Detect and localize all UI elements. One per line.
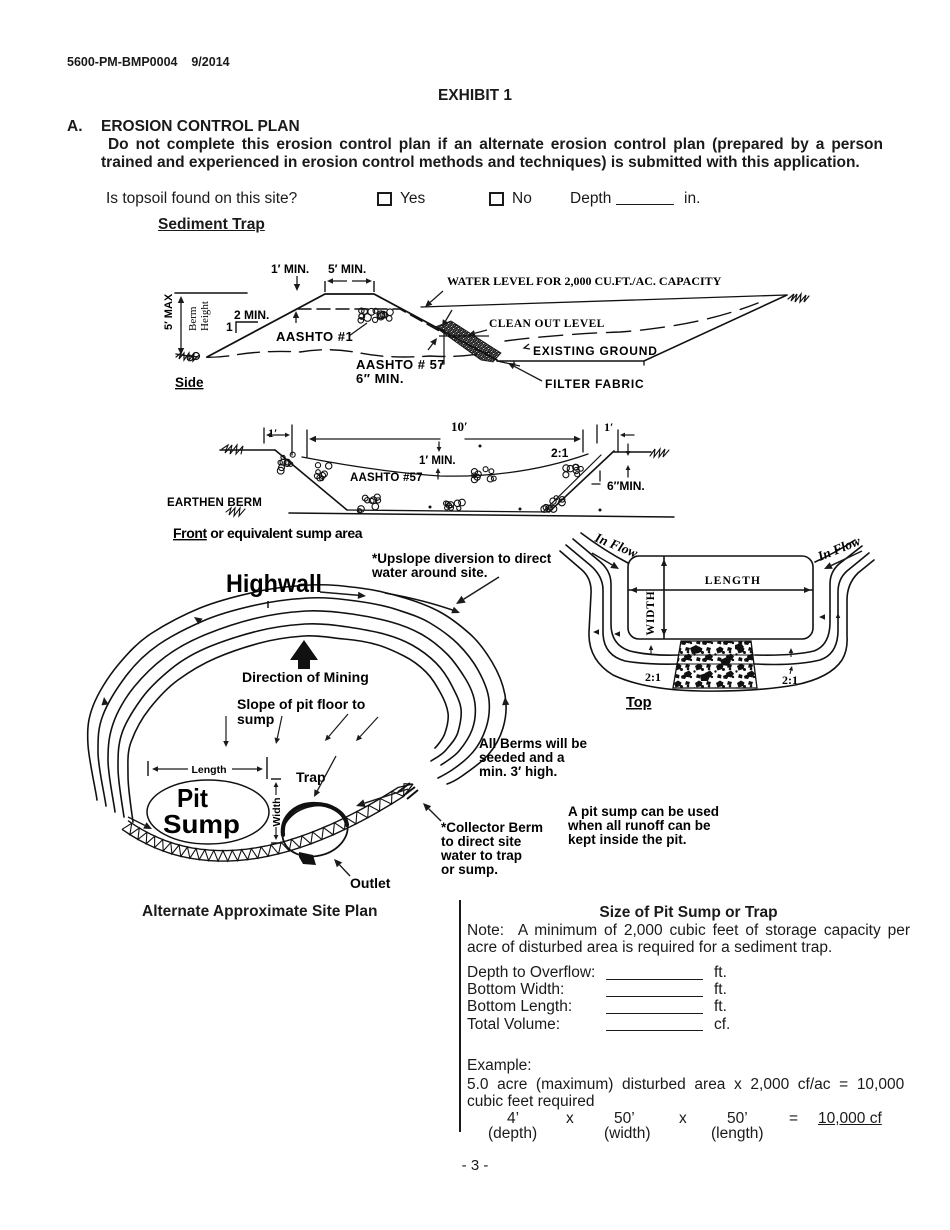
svg-text:EXISTING GROUND: EXISTING GROUND — [533, 344, 658, 358]
svg-text:1′ MIN.: 1′ MIN. — [271, 262, 309, 276]
svg-text:CLEAN OUT LEVEL: CLEAN OUT LEVEL — [489, 318, 605, 330]
svg-text:*Collector Berm: *Collector Berm — [441, 820, 543, 835]
svg-text:Top: Top — [626, 695, 652, 711]
svg-text:water around site.: water around site. — [371, 565, 488, 580]
svg-text:Side: Side — [175, 375, 204, 390]
svg-text:WIDTH: WIDTH — [645, 591, 657, 636]
svg-text:water to trap: water to trap — [440, 848, 522, 863]
svg-text:6″MIN.: 6″MIN. — [607, 479, 645, 493]
svg-text:seeded and a: seeded and a — [479, 750, 565, 765]
svg-text:Pit: Pit — [177, 783, 208, 813]
svg-text:Front or equivalent sump area: Front or equivalent sump area — [173, 525, 363, 541]
svg-text:when all runoff can be: when all runoff can be — [567, 818, 711, 833]
svg-text:WATER LEVEL FOR 2,000 CU.FT./A: WATER LEVEL FOR 2,000 CU.FT./AC. CAPACIT… — [447, 274, 722, 288]
svg-text:Sump: Sump — [163, 809, 240, 839]
svg-text:to direct site: to direct site — [441, 834, 522, 849]
svg-text:2:1: 2:1 — [645, 670, 661, 684]
svg-text:kept inside the pit.: kept inside the pit. — [568, 832, 687, 847]
svg-text:AASHTO #1: AASHTO #1 — [276, 329, 353, 344]
svg-text:sump: sump — [237, 711, 274, 727]
svg-text:Berm: Berm — [187, 306, 199, 331]
svg-text:Width: Width — [271, 797, 283, 826]
svg-text:*Upslope diversion to direct: *Upslope diversion to direct — [372, 551, 552, 566]
svg-text:5′ MIN.: 5′ MIN. — [328, 262, 366, 276]
svg-text:Slope of pit floor to: Slope of pit floor to — [237, 696, 365, 712]
svg-text:10′: 10′ — [451, 419, 468, 434]
svg-text:AASHTO # 57: AASHTO # 57 — [356, 357, 445, 372]
svg-text:Outlet: Outlet — [350, 875, 391, 891]
svg-text:1′: 1′ — [604, 420, 613, 434]
svg-text:Length: Length — [192, 764, 227, 776]
svg-text:5′ MAX: 5′ MAX — [163, 293, 175, 330]
svg-text:Trap: Trap — [296, 769, 326, 785]
svg-text:AASHTO #57: AASHTO #57 — [350, 472, 423, 484]
svg-text:1′ MIN.: 1′ MIN. — [419, 455, 456, 467]
svg-text:2 MIN.: 2 MIN. — [234, 308, 269, 322]
svg-text:or sump.: or sump. — [441, 862, 498, 877]
svg-text:2:1: 2:1 — [782, 673, 798, 687]
svg-text:Height: Height — [199, 301, 211, 331]
svg-text:A pit sump can be used: A pit sump can be used — [568, 804, 719, 819]
svg-text:Direction of Mining: Direction of Mining — [242, 669, 369, 685]
svg-text:1: 1 — [226, 320, 233, 334]
svg-text:EARTHEN BERM: EARTHEN BERM — [167, 497, 262, 509]
svg-text:1′: 1′ — [268, 426, 277, 440]
svg-text:min. 3′ high.: min. 3′ high. — [479, 764, 557, 779]
svg-text:FILTER FABRIC: FILTER FABRIC — [545, 377, 645, 391]
svg-text:In Flow: In Flow — [815, 533, 864, 564]
svg-text:2:1: 2:1 — [551, 446, 569, 460]
svg-text:Highwall: Highwall — [226, 570, 322, 598]
svg-text:All Berms will be: All Berms will be — [479, 736, 588, 751]
svg-text:LENGTH: LENGTH — [705, 575, 761, 587]
svg-text:6″ MIN.: 6″ MIN. — [356, 371, 404, 386]
